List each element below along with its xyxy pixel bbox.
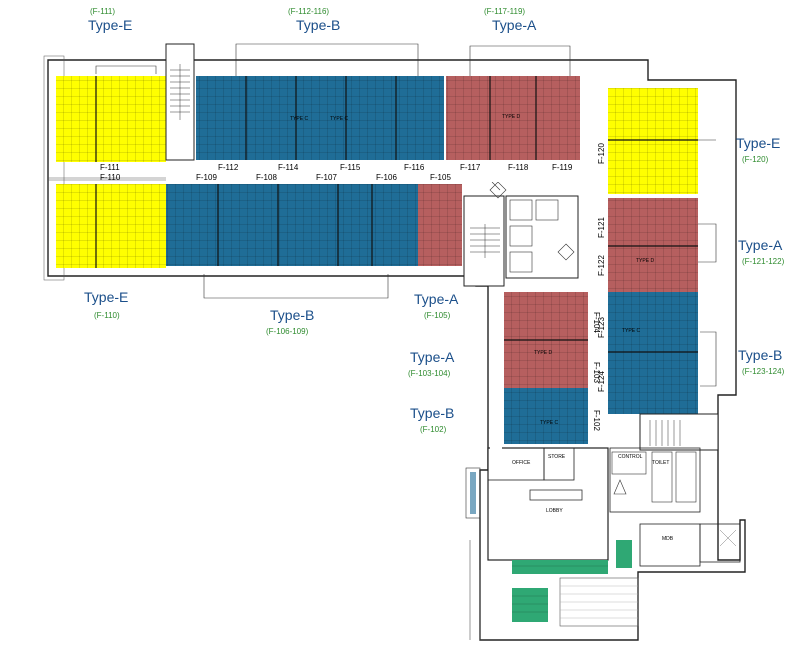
lobby-label: LOBBY xyxy=(546,508,563,514)
callout-units: (F-102) xyxy=(420,425,447,434)
unit-label-f112: F-112 xyxy=(218,163,239,172)
unit-label-f102: F-102 xyxy=(592,410,601,431)
unit-label-f121: F-121 xyxy=(597,217,606,238)
callout-type: Type-E xyxy=(736,135,780,151)
facility-labels: OFFICE LOBBY CONTROL TOILET STORE MDB xyxy=(512,454,674,542)
units-f123-124-block xyxy=(608,292,698,414)
unit-dividers xyxy=(95,76,698,353)
unit-label-f120: F-120 xyxy=(597,143,606,164)
callout-type: Type-A xyxy=(492,17,537,33)
unit-f102-block xyxy=(504,388,588,444)
control-label: CONTROL xyxy=(618,454,643,460)
callout-units: (F-110) xyxy=(94,311,120,320)
callout-units: (F-103-104) xyxy=(408,369,451,378)
unit-labels: F-111 F-110 F-112 F-114 F-115 F-116 F-11… xyxy=(100,143,606,432)
unit-label-f115: F-115 xyxy=(340,163,361,172)
room-tag-type-d: TYPE D xyxy=(636,258,654,264)
unit-f110-block xyxy=(56,184,166,268)
units-f121-122-block xyxy=(608,198,698,292)
unit-label-f105: F-105 xyxy=(430,173,451,182)
callout-units: (F-120) xyxy=(742,155,769,164)
callout-units: (F-106-109) xyxy=(266,327,309,336)
landscape-area xyxy=(469,540,639,640)
stair-core-west xyxy=(165,43,195,161)
toilet-label: TOILET xyxy=(652,460,669,466)
callout-units: (F-111) xyxy=(90,7,115,16)
callout-type: Type-A xyxy=(410,349,455,365)
unit-f111-block xyxy=(56,76,166,162)
callout-type: Type-B xyxy=(410,405,454,421)
unit-label-f107: F-107 xyxy=(316,173,337,182)
units-f112-116-block xyxy=(196,76,444,160)
callout-type: Type-B xyxy=(296,17,340,33)
units-f117-119-block xyxy=(446,76,580,160)
room-tags: TYPE C TYPE C TYPE D TYPE D TYPE D TYPE … xyxy=(290,114,654,426)
unit-f105-block xyxy=(418,184,462,266)
unit-label-f116: F-116 xyxy=(404,163,425,172)
callout-type: Type-B xyxy=(270,307,314,323)
callout-type: Type-E xyxy=(88,17,132,33)
unit-label-f110: F-110 xyxy=(100,173,121,182)
room-tag-type-d: TYPE D xyxy=(534,350,552,356)
room-tag-type-c: TYPE C xyxy=(290,116,308,122)
corridor xyxy=(166,82,606,450)
lobby-area xyxy=(465,447,741,567)
mdb-label: MDB xyxy=(662,536,674,542)
callout-units: (F-112-116) xyxy=(288,7,329,16)
callout-units: (F-117-119) xyxy=(484,7,525,16)
unit-label-f106: F-106 xyxy=(376,173,397,182)
room-tag-type-c: TYPE C xyxy=(540,420,558,426)
unit-label-f119: F-119 xyxy=(552,163,573,172)
unit-label-f122: F-122 xyxy=(597,255,606,276)
callout-type: Type-E xyxy=(84,289,128,305)
unit-label-f124: F-124 xyxy=(597,371,606,392)
unit-label-f111: F-111 xyxy=(100,163,120,172)
callout-units: (F-123-124) xyxy=(742,367,785,376)
unit-label-f104: F-104 xyxy=(592,312,601,333)
unit-label-f109: F-109 xyxy=(196,173,217,182)
unit-label-f103: F-103 xyxy=(592,362,601,383)
callout-type: Type-B xyxy=(738,347,782,363)
callout-units: (F-105) xyxy=(424,311,451,320)
room-tag-type-d: TYPE D xyxy=(502,114,520,120)
office-label: OFFICE xyxy=(512,460,531,466)
unit-label-f123: F-123 xyxy=(597,317,606,338)
callout-type: Type-A xyxy=(414,291,459,307)
dimension-brackets xyxy=(95,43,717,387)
unit-f120-block xyxy=(608,88,698,194)
unit-label-f117: F-117 xyxy=(460,163,481,172)
callout-units: (F-121-122) xyxy=(742,257,785,266)
units-f106-109-block xyxy=(166,184,418,266)
type-callouts: (F-111) Type-E (F-112-116) Type-B (F-117… xyxy=(84,7,785,434)
unit-label-f118: F-118 xyxy=(508,163,529,172)
unit-label-f108: F-108 xyxy=(256,173,277,182)
room-tag-type-c: TYPE C xyxy=(622,328,640,334)
stair-core-east xyxy=(639,413,719,451)
room-tag-type-c: TYPE C xyxy=(330,116,348,122)
stair-core-central xyxy=(463,181,579,287)
unit-label-f114: F-114 xyxy=(278,163,299,172)
callout-type: Type-A xyxy=(738,237,783,253)
store-label: STORE xyxy=(548,454,566,460)
